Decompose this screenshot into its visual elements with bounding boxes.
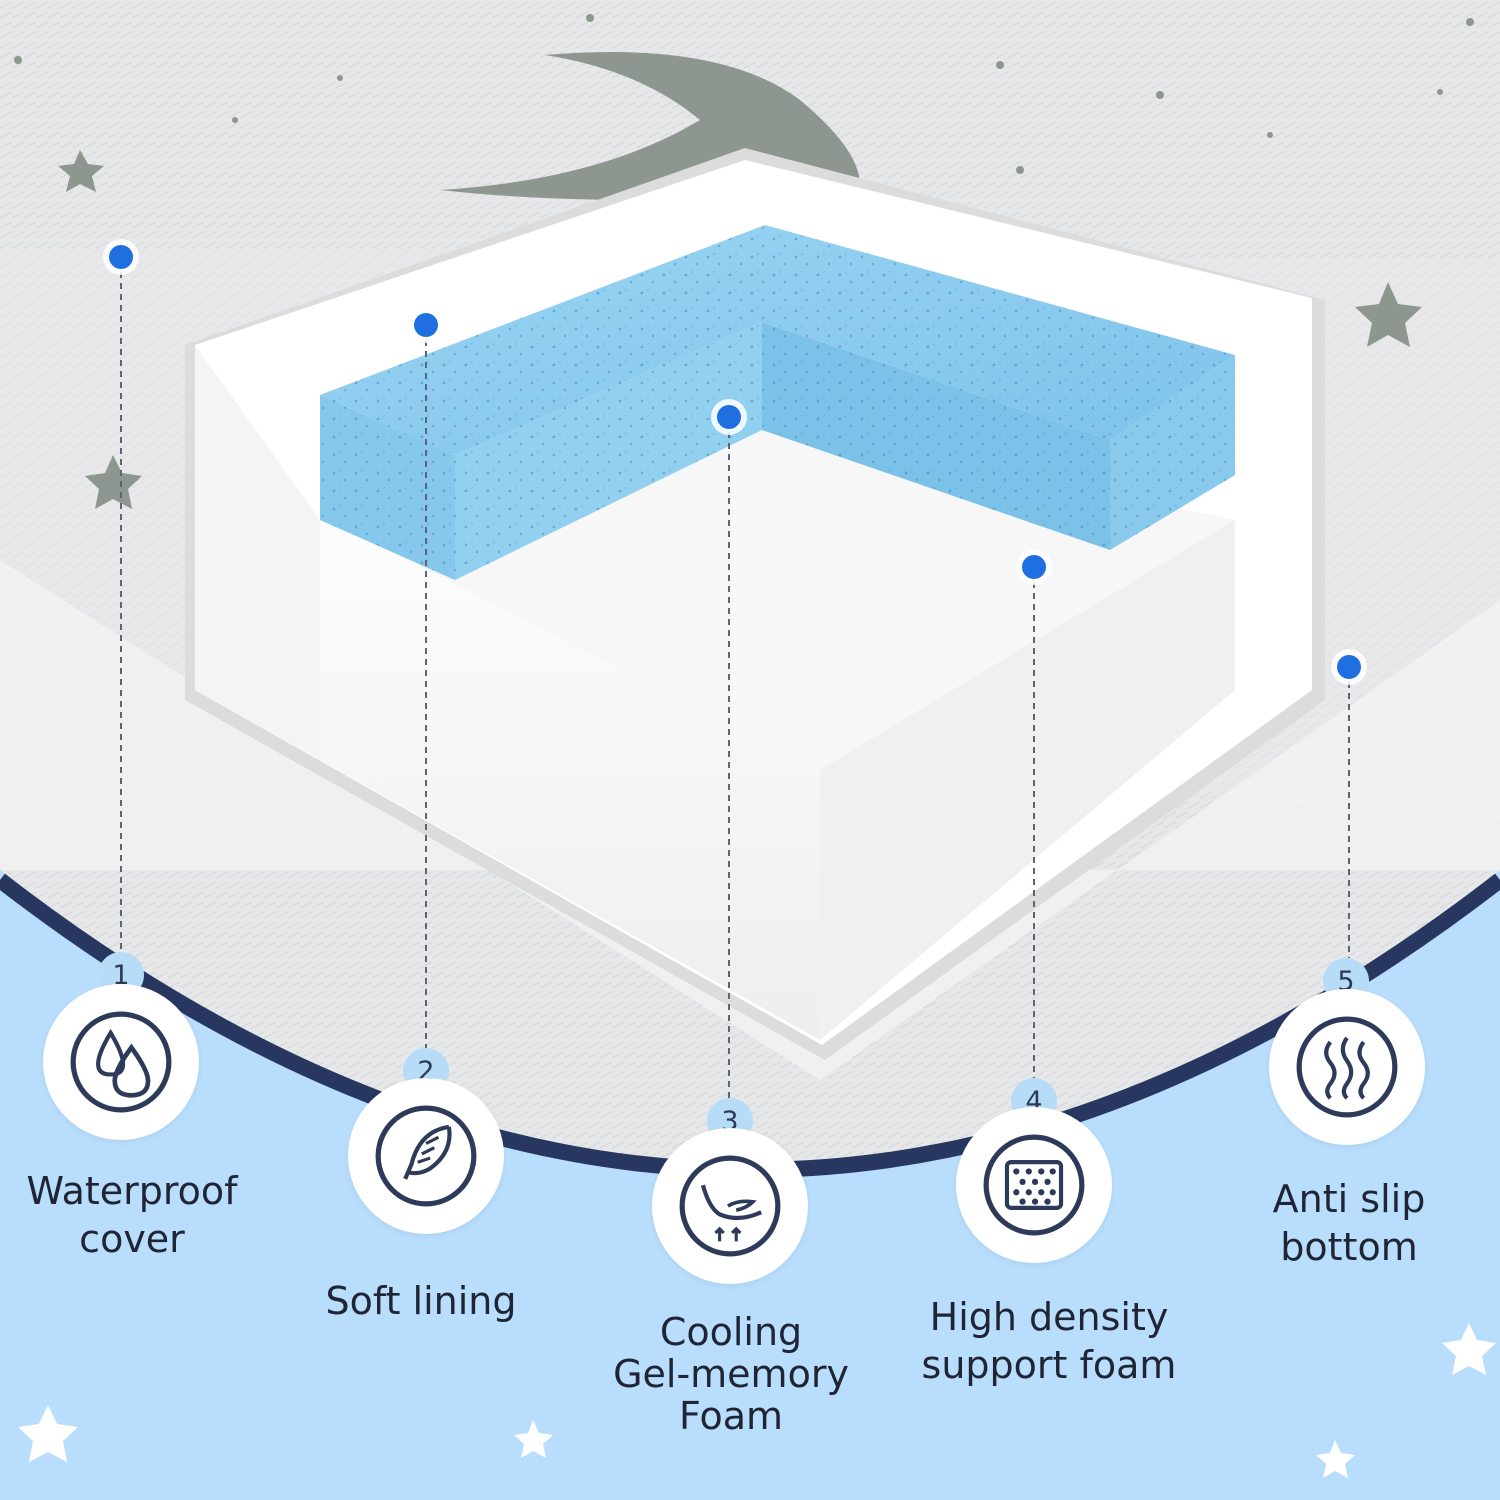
layer-label-4: High density support foam — [921, 1295, 1177, 1387]
marker-dot-1 — [103, 239, 139, 275]
layer-label-3: Cooling Gel-memory Foam — [613, 1310, 849, 1438]
layer-label-5: Anti slip bottom — [1272, 1177, 1426, 1269]
support-foam-front — [320, 515, 820, 1040]
marker-dot-3 — [711, 399, 747, 435]
marker-dot-5 — [1331, 649, 1367, 685]
layer-icon-disc-3 — [652, 1128, 808, 1284]
layer-label-1: Waterproof cover — [26, 1169, 238, 1261]
panel-stars — [18, 1323, 1496, 1478]
hand-press-icon — [679, 1155, 781, 1257]
marker-dot-2 — [408, 307, 444, 343]
layer-icon-disc-2 — [348, 1078, 504, 1234]
foam-dots-icon — [983, 1134, 1085, 1236]
layer-label-2: Soft lining — [325, 1279, 517, 1323]
layer-icon-disc-5 — [1269, 989, 1425, 1145]
marker-dot-4 — [1016, 549, 1052, 585]
marker-dots — [103, 239, 1367, 685]
feather-icon — [375, 1105, 477, 1207]
water-drops-icon — [70, 1011, 172, 1113]
wave-lines-icon — [1296, 1016, 1398, 1118]
layer-icon-disc-4 — [956, 1107, 1112, 1263]
leader-lines — [120, 272, 1350, 1098]
support-foam-right — [820, 520, 1235, 1040]
cover-stars — [14, 14, 1474, 509]
layer-icon-disc-1 — [43, 984, 199, 1140]
